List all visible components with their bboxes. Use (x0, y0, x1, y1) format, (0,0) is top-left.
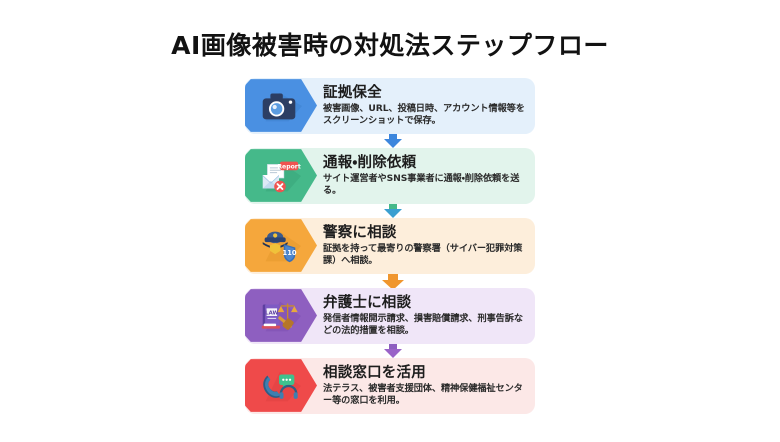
step-description: 発信者情報開示請求、損害賠償請求、刑事告訴などの法的措置を相談。 (323, 312, 523, 336)
page-title: AI画像被害時の対処法ステップフロー (171, 30, 609, 60)
connector-2-to-3 (245, 203, 535, 218)
step-title: 弁護士に相談 (323, 294, 412, 311)
step-4: LAW (245, 287, 535, 344)
connector-3-to-4 (245, 273, 535, 290)
step-text: 相談窓口を活用 法テラス、被害者支援団体、精神保健福祉センター等の窓口を利用。 (317, 358, 535, 414)
step-icon-panel (245, 359, 317, 412)
step-card[interactable]: 証拠保全 被害画像、URL、投稿日時、アカウント情報等をスクリーンショットで保存… (245, 77, 535, 134)
step-1: 証拠保全 被害画像、URL、投稿日時、アカウント情報等をスクリーンショットで保存… (245, 77, 535, 134)
step-card[interactable]: Report 通報・削除依頼 サイト運営者やSNS事業者に通報・削除依頼を送る。 (245, 147, 535, 204)
step-card[interactable]: 相談窓口を活用 法テラス、被害者支援団体、精神保健福祉センター等の窓口を利用。 (245, 357, 535, 414)
police-badge-icon: 110 (262, 231, 302, 262)
down-arrow-icon (383, 133, 403, 148)
step-description: 法テラス、被害者支援団体、精神保健福祉センター等の窓口を利用。 (323, 382, 523, 406)
step-icon-panel: Report (245, 149, 317, 202)
connector-1-to-2 (245, 133, 535, 148)
report-envelope-icon: Report (262, 161, 302, 192)
svg-text:110: 110 (283, 249, 297, 257)
step-title: 警察に相談 (323, 224, 397, 241)
step-text: 証拠保全 被害画像、URL、投稿日時、アカウント情報等をスクリーンショットで保存… (317, 78, 535, 134)
camera-icon (262, 92, 302, 121)
step-title: 証拠保全 (323, 84, 382, 101)
down-arrow-icon (380, 273, 406, 290)
step-description: 証拠を持って最寄りの警察署（サイバー犯罪対策課）へ相談。 (323, 242, 523, 266)
step-icon-panel: 110 (245, 219, 317, 272)
step-text: 弁護士に相談 発信者情報開示請求、損害賠償請求、刑事告訴などの法的措置を相談。 (317, 288, 535, 344)
step-title: 通報・削除依頼 (323, 154, 417, 171)
down-arrow-icon (383, 203, 403, 218)
step-title: 相談窓口を活用 (323, 364, 426, 381)
step-text: 警察に相談 証拠を持って最寄りの警察署（サイバー犯罪対策課）へ相談。 (317, 218, 535, 274)
step-flow: 証拠保全 被害画像、URL、投稿日時、アカウント情報等をスクリーンショットで保存… (240, 77, 540, 414)
down-arrow-icon (383, 343, 403, 358)
step-text: 通報・削除依頼 サイト運営者やSNS事業者に通報・削除依頼を送る。 (317, 148, 535, 204)
infographic-page: AI画像被害時の対処法ステップフロー 証拠保全 (0, 16, 780, 442)
law-gavel-icon: LAW (261, 301, 302, 331)
support-phone-icon (263, 371, 302, 401)
step-card[interactable]: LAW (245, 287, 535, 344)
connector-4-to-5 (245, 343, 535, 358)
step-description: サイト運営者やSNS事業者に通報・削除依頼を送る。 (323, 172, 520, 196)
step-5: 相談窓口を活用 法テラス、被害者支援団体、精神保健福祉センター等の窓口を利用。 (245, 357, 535, 414)
svg-text:LAW: LAW (265, 310, 278, 316)
step-description: 被害画像、URL、投稿日時、アカウント情報等をスクリーンショットで保存。 (323, 102, 525, 126)
svg-text:Report: Report (277, 163, 300, 170)
step-icon-panel: LAW (245, 289, 317, 342)
step-3: 110 警察に相談 証拠を持って最寄りの警察署（サイバー犯罪対策課）へ相談。 (245, 217, 535, 274)
step-card[interactable]: 110 警察に相談 証拠を持って最寄りの警察署（サイバー犯罪対策課）へ相談。 (245, 217, 535, 274)
step-2: Report 通報・削除依頼 サイト運営者やSNS事業者に通報・削除依頼を送る。 (245, 147, 535, 204)
step-icon-panel (245, 79, 317, 132)
